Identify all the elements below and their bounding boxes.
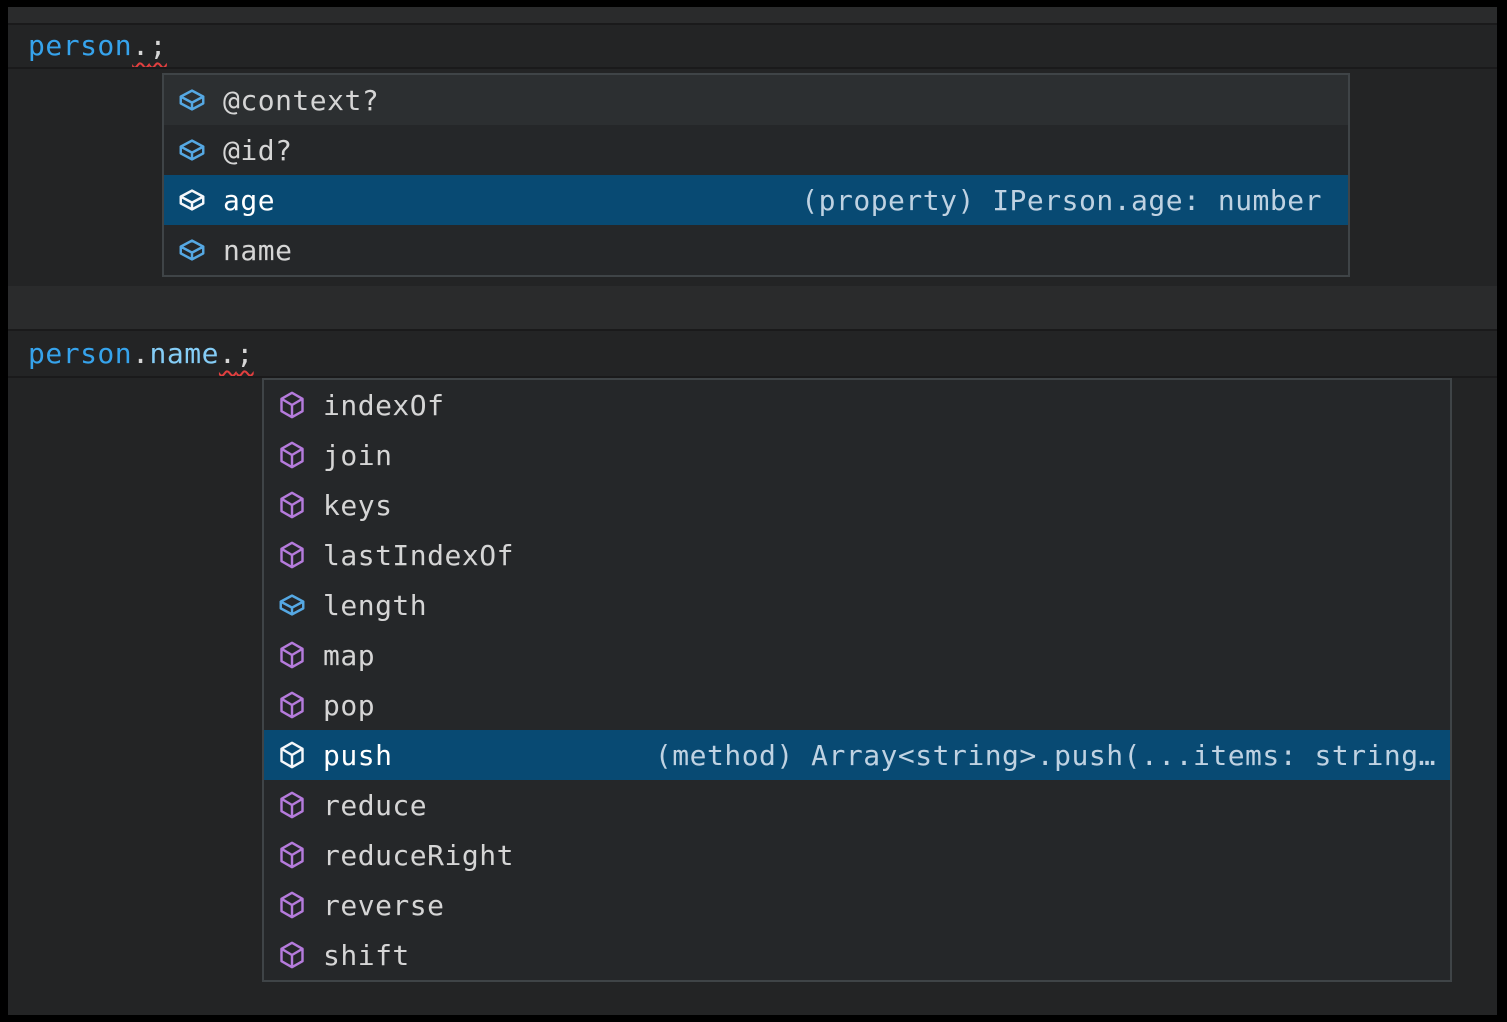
suggestion-label: map bbox=[323, 638, 376, 672]
symbol-method-icon bbox=[280, 541, 304, 569]
suggestion-label: reduce bbox=[323, 788, 428, 822]
suggestion-label: pop bbox=[323, 688, 376, 722]
suggestion-detail: (property) IPerson.age: number bbox=[801, 183, 1322, 217]
symbol-method-icon bbox=[280, 941, 304, 969]
line-highlight-band bbox=[8, 286, 1497, 329]
suggestion-label: lastIndexOf bbox=[323, 538, 514, 572]
suggestion-label: shift bbox=[323, 938, 410, 972]
symbol-method-icon bbox=[280, 391, 304, 419]
code-token: ; bbox=[149, 29, 167, 62]
suggestion-item-indexof[interactable]: indexOf bbox=[264, 380, 1450, 430]
symbol-field-icon bbox=[179, 189, 205, 211]
code-token: person bbox=[28, 337, 133, 370]
code-token: ; bbox=[236, 337, 254, 370]
symbol-field-icon bbox=[179, 89, 205, 111]
suggestion-label: @context? bbox=[223, 83, 380, 117]
line-separator bbox=[8, 67, 1497, 69]
code-token: name bbox=[149, 337, 219, 370]
suggestion-label: length bbox=[323, 588, 428, 622]
suggestion-label: push bbox=[323, 738, 393, 772]
suggestion-item-reverse[interactable]: reverse bbox=[264, 880, 1450, 930]
symbol-method-icon bbox=[280, 891, 304, 919]
symbol-method-icon bbox=[280, 741, 304, 769]
suggestion-item-length[interactable]: length bbox=[264, 580, 1450, 630]
suggestion-item-age[interactable]: age (property) IPerson.age: number bbox=[164, 175, 1348, 225]
suggestion-item-shift[interactable]: shift bbox=[264, 930, 1450, 980]
suggestion-label: @id? bbox=[223, 133, 293, 167]
code-token: . bbox=[132, 29, 150, 62]
suggestion-label: age bbox=[223, 183, 276, 217]
suggestion-item-map[interactable]: map bbox=[264, 630, 1450, 680]
suggest-widget-person: @context? @id? age (property) IPerson.ag… bbox=[162, 73, 1350, 277]
suggestion-item-keys[interactable]: keys bbox=[264, 480, 1450, 530]
line-separator bbox=[8, 23, 1497, 25]
suggestion-item-reduceright[interactable]: reduceRight bbox=[264, 830, 1450, 880]
suggestion-item-reduce[interactable]: reduce bbox=[264, 780, 1450, 830]
suggestion-item-pop[interactable]: pop bbox=[264, 680, 1450, 730]
symbol-field-icon bbox=[279, 594, 305, 616]
symbol-method-icon bbox=[280, 691, 304, 719]
line-separator bbox=[8, 376, 1497, 378]
symbol-method-icon bbox=[280, 791, 304, 819]
symbol-method-icon bbox=[280, 641, 304, 669]
code-line-person[interactable]: person.; bbox=[28, 25, 167, 67]
suggestion-item-context[interactable]: @context? bbox=[164, 75, 1348, 125]
suggestion-item-push[interactable]: push (method) Array<string>.push(...item… bbox=[264, 730, 1450, 780]
suggestion-label: reduceRight bbox=[323, 838, 514, 872]
suggestion-label: name bbox=[223, 233, 293, 267]
suggestion-label: indexOf bbox=[323, 388, 445, 422]
code-token: person bbox=[28, 29, 133, 62]
code-token: . bbox=[218, 337, 237, 370]
symbol-field-icon bbox=[179, 239, 205, 261]
code-token: . bbox=[132, 337, 150, 370]
suggestion-label: reverse bbox=[323, 888, 445, 922]
symbol-method-icon bbox=[280, 841, 304, 869]
line-separator bbox=[8, 329, 1497, 331]
suggestion-item-lastindexof[interactable]: lastIndexOf bbox=[264, 530, 1450, 580]
symbol-method-icon bbox=[280, 441, 304, 469]
suggestion-detail: (method) Array<string>.push(...items: st… bbox=[654, 738, 1436, 772]
suggestion-item-id[interactable]: @id? bbox=[164, 125, 1348, 175]
line-highlight-band bbox=[8, 7, 1497, 23]
suggestion-label: keys bbox=[323, 488, 393, 522]
suggestion-item-name[interactable]: name bbox=[164, 225, 1348, 275]
symbol-method-icon bbox=[280, 491, 304, 519]
suggest-widget-person-name: indexOf join keys lastIndexOf length bbox=[262, 378, 1452, 982]
suggestion-item-join[interactable]: join bbox=[264, 430, 1450, 480]
symbol-field-icon bbox=[179, 139, 205, 161]
suggestion-label: join bbox=[323, 438, 393, 472]
code-line-person-name[interactable]: person.name.; bbox=[28, 331, 254, 376]
